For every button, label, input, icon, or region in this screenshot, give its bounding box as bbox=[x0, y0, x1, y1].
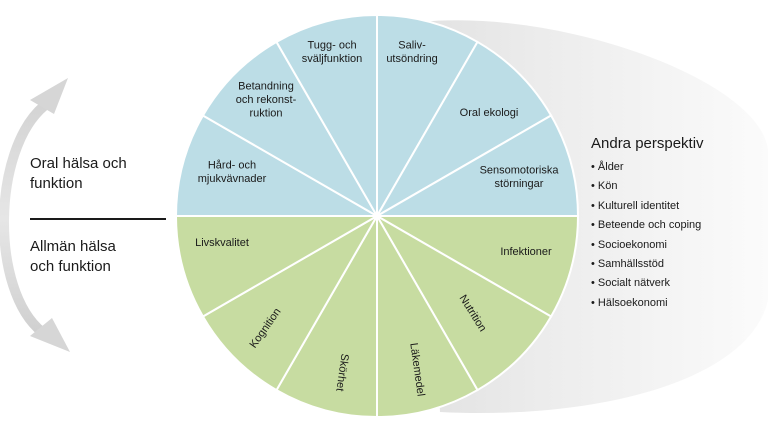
segment-label-tugg-och-svaljfunktion: Tugg- och sväljfunktion bbox=[302, 39, 363, 65]
segment-skorhet bbox=[275, 212, 378, 419]
segment-label-line: Saliv- bbox=[398, 39, 426, 51]
segment-label-line: Betandning bbox=[238, 81, 294, 93]
segment-label-line: Livskvalitet bbox=[195, 237, 249, 249]
segment-label-line: utsöndring bbox=[386, 53, 437, 65]
segment-label-line: Skörhet bbox=[333, 353, 350, 392]
segment-label-hard-och-mjukvavnader: Hård- och mjukvävnader bbox=[198, 159, 267, 185]
segment-infektioner bbox=[373, 215, 580, 318]
other-perspectives-panel: Andra perspektiv • Ålder • Kön • Kulturell… bbox=[591, 134, 761, 313]
segment-label-line: Tugg- och bbox=[307, 39, 356, 51]
segment-oral-ekologi bbox=[374, 40, 553, 219]
segment-label-line: Hård- och bbox=[208, 159, 256, 171]
segment-salivutsondring bbox=[376, 13, 479, 220]
segment-label-line: mjukvävnader bbox=[198, 173, 267, 185]
perspectives-title: Andra perspektiv bbox=[591, 135, 704, 152]
perspective-item: • Hälsoekonomi bbox=[591, 296, 668, 309]
perspective-item: • Socialt nätverk bbox=[591, 277, 671, 290]
arrow-up-icon bbox=[30, 78, 68, 114]
perspective-item: • Kulturell identitet bbox=[591, 199, 680, 212]
segment-label-sensomotoriska-storningar: Sensomotoriska störningar bbox=[480, 164, 560, 190]
perspective-item: • Samhällsstöd bbox=[591, 258, 664, 271]
segment-lakemedel bbox=[376, 212, 479, 419]
segment-label-infektioner: Infektioner bbox=[500, 246, 552, 258]
oral-health-label: Oral hälsa och funktion bbox=[30, 155, 127, 192]
divider-line bbox=[30, 218, 166, 220]
segment-livskvalitet bbox=[174, 215, 381, 318]
general-health-label: Allmän hälsa och funktion bbox=[30, 238, 116, 275]
segment-betandning bbox=[201, 40, 380, 219]
segment-tugg-och-svaljfunktion bbox=[275, 13, 378, 220]
segment-hard-och-mjukvavnader bbox=[174, 114, 381, 217]
segment-label-line: störningar bbox=[495, 178, 544, 190]
segment-label-oral-ekologi: Oral ekologi bbox=[460, 107, 519, 119]
perspective-item: • Beteende och coping bbox=[591, 219, 702, 232]
segment-kognition bbox=[201, 213, 380, 392]
segment-label-line: och rekonst- bbox=[236, 94, 297, 106]
segment-label-livskvalitet: Livskvalitet bbox=[195, 237, 249, 249]
arrow-arc bbox=[0, 101, 49, 337]
perspective-item: • Ålder bbox=[591, 161, 624, 173]
perspectives-list: • Ålder • Kön • Kulturell identitet • Betee… bbox=[591, 158, 761, 313]
segment-label-line: ruktion bbox=[249, 108, 282, 120]
segment-label-line: sväljfunktion bbox=[302, 53, 363, 65]
arrow-down-icon bbox=[30, 318, 70, 352]
segment-label-salivutsondring: Saliv-utsöndring bbox=[386, 39, 437, 65]
segment-nutrition bbox=[374, 213, 553, 392]
segment-label-skorhet: Skörhet bbox=[333, 353, 350, 392]
segment-label-line: Infektioner bbox=[500, 246, 552, 258]
segment-label-line: Oral ekologi bbox=[460, 107, 519, 119]
perspective-item: • Kön bbox=[591, 180, 618, 193]
segment-sensomotoriska-storningar bbox=[373, 114, 580, 217]
segment-label-line: Sensomotoriska bbox=[480, 164, 560, 176]
perspective-item: • Socioekonomi bbox=[591, 238, 668, 251]
